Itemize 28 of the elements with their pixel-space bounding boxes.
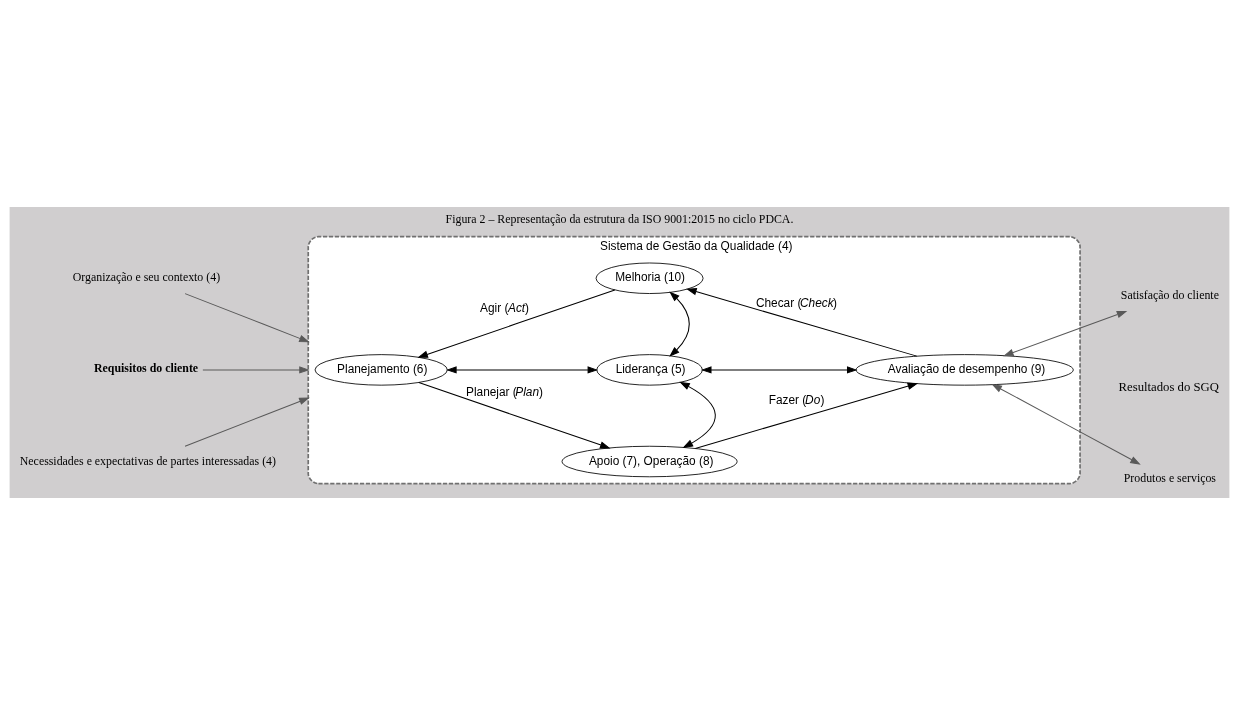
node-text: Produtos e serviços <box>1123 471 1216 486</box>
node-ellipse: Avaliação de desempenho (9) <box>855 354 1074 386</box>
arrow <box>694 382 919 449</box>
arrow <box>701 366 858 374</box>
node-text: Necessidades e expectativas de partes interessadas (4) <box>19 453 276 468</box>
node-ellipse: Planejamento (6) <box>314 354 448 386</box>
arrow <box>446 366 599 374</box>
node-text: Satisfação do cliente <box>1120 288 1219 303</box>
edge-label: Agir (Act) <box>480 301 529 316</box>
diagram-title: Figura 2 – Representação da estrutura da ISO 9001:2015 no ciclo PDCA. <box>445 212 794 227</box>
arrow <box>202 366 310 374</box>
arrow <box>679 381 716 449</box>
edge-label: Fazer (Do) <box>768 393 825 407</box>
arrow <box>686 288 918 357</box>
edge-label: Checar (Check) <box>755 296 838 311</box>
node-ellipse: Apoio (7), Operação (8) <box>561 445 738 478</box>
arrow <box>991 383 1141 465</box>
arrow <box>184 293 310 343</box>
label: Resultados do SGQ <box>1118 379 1219 394</box>
edge-label: Planejar (Plan) <box>466 384 543 399</box>
arrow <box>418 382 611 449</box>
node-text: Requisitos do cliente <box>94 361 199 376</box>
arrow <box>1003 310 1128 357</box>
node-ellipse: Liderança (5) <box>596 354 703 386</box>
node-text: Organização e seu contexto (4) <box>72 270 221 285</box>
arrow <box>669 291 690 357</box>
arrow <box>417 289 616 358</box>
arrow <box>184 397 310 447</box>
